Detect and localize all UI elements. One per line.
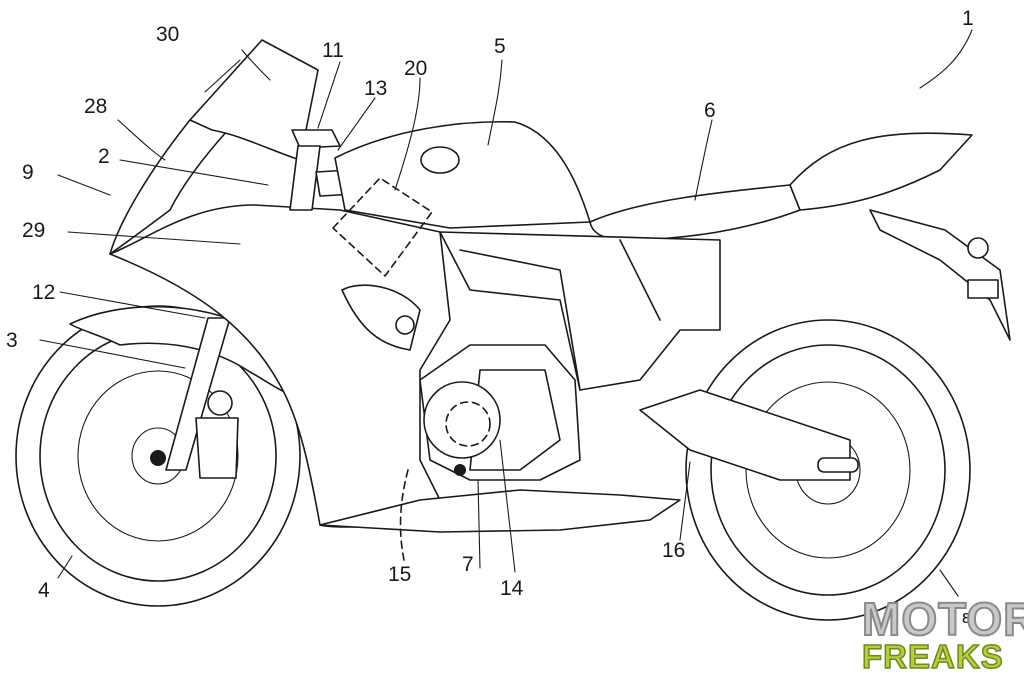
- ref-28: 28: [84, 95, 108, 118]
- ref-13: 13: [364, 77, 388, 100]
- ref-16: 16: [662, 539, 686, 562]
- ref-12: 12: [32, 281, 56, 304]
- ref-14: 14: [500, 577, 524, 600]
- swingarm: [639, 389, 851, 481]
- belly-pan: [319, 489, 681, 533]
- frame: [439, 231, 721, 391]
- ref-7: 7: [462, 553, 474, 576]
- ref-15: 15: [388, 563, 412, 586]
- tail-section: [789, 132, 973, 211]
- front-fork: [165, 317, 239, 479]
- fuel-tank: [334, 120, 591, 229]
- front-cowl: [109, 95, 229, 255]
- ref-extra-marker: ε: [962, 607, 971, 627]
- ref-2: 2: [98, 145, 110, 168]
- ref-4: 4: [38, 579, 50, 602]
- ref-6: 6: [704, 99, 716, 122]
- ref-20: 20: [404, 57, 428, 80]
- ref-30: 30: [156, 23, 180, 46]
- watermark-freaks: FREAKS: [861, 638, 1004, 675]
- watermark-motor: MOTOR: [861, 593, 1024, 645]
- ref-11: 11: [322, 39, 344, 62]
- seat: [589, 184, 801, 241]
- side-fairing: [109, 204, 451, 528]
- ref-3: 3: [6, 329, 18, 352]
- ref-29: 29: [22, 219, 46, 242]
- rear-wheel: [685, 319, 971, 621]
- ref-5: 5: [494, 35, 506, 58]
- ref-1: 1: [962, 7, 974, 30]
- leader-lines: [39, 29, 973, 597]
- ref-9: 9: [22, 161, 34, 184]
